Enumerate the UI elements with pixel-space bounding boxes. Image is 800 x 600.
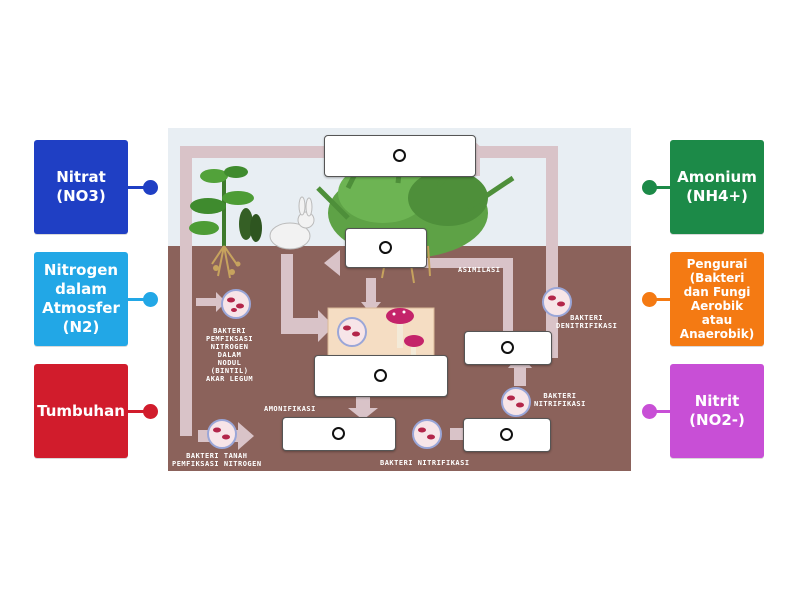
drop-zone-1[interactable] [324,135,476,177]
connector-line [128,186,150,189]
label-bakteri-denitrifikasi: BAKTERI DENITRIFIKASI [556,314,618,330]
label-text: Nitrit (NO2-) [689,392,745,429]
drop-zone-5[interactable] [282,417,396,451]
label-card-tumbuhan[interactable]: Tumbuhan [34,364,128,458]
legume-plant-icon [189,166,262,279]
connector-line [650,410,672,413]
label-text: Nitrogen dalam Atmosfer (N2) [42,261,120,336]
nitrogen-cycle-diagram: ASIMILASI BAKTERI DENITRIFIKASI BAKTERI … [168,128,631,471]
label-text: Pengurai (Bakteri dan Fungi Aerobik atau… [679,257,755,341]
drop-target-marker[interactable] [393,149,406,162]
drop-zone-2[interactable] [345,228,427,268]
connector-dot[interactable] [143,292,158,307]
label-bakteri-tanah: BAKTERI TANAH PEMFIKSASI NITROGEN [172,452,262,468]
drop-target-marker[interactable] [332,427,345,440]
label-bakteri-nitrifikasi-right: BAKTERI NITRIFIKASI [534,392,586,408]
label-asimilasi: ASIMILASI [458,266,501,274]
label-card-amonium[interactable]: Amonium (NH4+) [670,140,764,234]
label-amonifikasi: AMONIFIKASI [264,405,316,413]
drop-target-marker[interactable] [374,369,387,382]
label-bakteri-pemfiksasi-nodul: BAKTERI PEMFIKSASI NITROGEN DALAM NODUL … [206,327,254,383]
connector-line [128,298,150,301]
label-card-pengurai[interactable]: Pengurai (Bakteri dan Fungi Aerobik atau… [670,252,764,346]
drop-target-marker[interactable] [379,241,392,254]
connector-line [128,410,150,413]
label-card-nitrat[interactable]: Nitrat (NO3) [34,140,128,234]
diagram-illustration [168,128,631,471]
connector-line [650,186,672,189]
drop-zone-4[interactable] [314,355,448,397]
connector-line [650,298,672,301]
drop-target-marker[interactable] [500,428,513,441]
connector-dot[interactable] [642,292,657,307]
rabbit-icon [269,196,315,250]
connector-dot[interactable] [143,404,158,419]
drop-target-marker[interactable] [501,341,514,354]
connector-dot[interactable] [143,180,158,195]
connector-dot[interactable] [642,180,657,195]
connector-dot[interactable] [642,404,657,419]
label-text: Tumbuhan [37,401,125,420]
label-card-nitrit[interactable]: Nitrit (NO2-) [670,364,764,458]
label-text: Amonium (NH4+) [677,168,757,205]
mushroom-icon [386,308,424,360]
label-text: Nitrat (NO3) [56,168,106,205]
label-bakteri-nitrifikasi-bottom: BAKTERI NITRIFIKASI [380,459,470,467]
bacteria-icons [207,287,572,449]
label-card-nitrogen-atmosfer[interactable]: Nitrogen dalam Atmosfer (N2) [34,252,128,346]
drop-zone-6[interactable] [463,418,551,452]
drop-zone-3[interactable] [464,331,552,365]
